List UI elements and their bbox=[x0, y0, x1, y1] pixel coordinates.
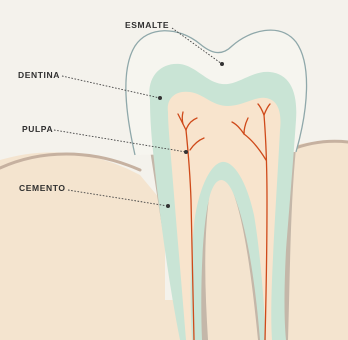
dot-enamel bbox=[220, 62, 224, 66]
dot-cementum bbox=[166, 204, 170, 208]
label-cementum: CEMENTO bbox=[19, 183, 66, 193]
label-dentin: DENTINA bbox=[18, 70, 60, 80]
label-pulp: PULPA bbox=[22, 124, 53, 134]
dot-dentin bbox=[158, 96, 162, 100]
label-enamel: ESMALTE bbox=[125, 20, 169, 30]
dot-pulp bbox=[184, 150, 188, 154]
